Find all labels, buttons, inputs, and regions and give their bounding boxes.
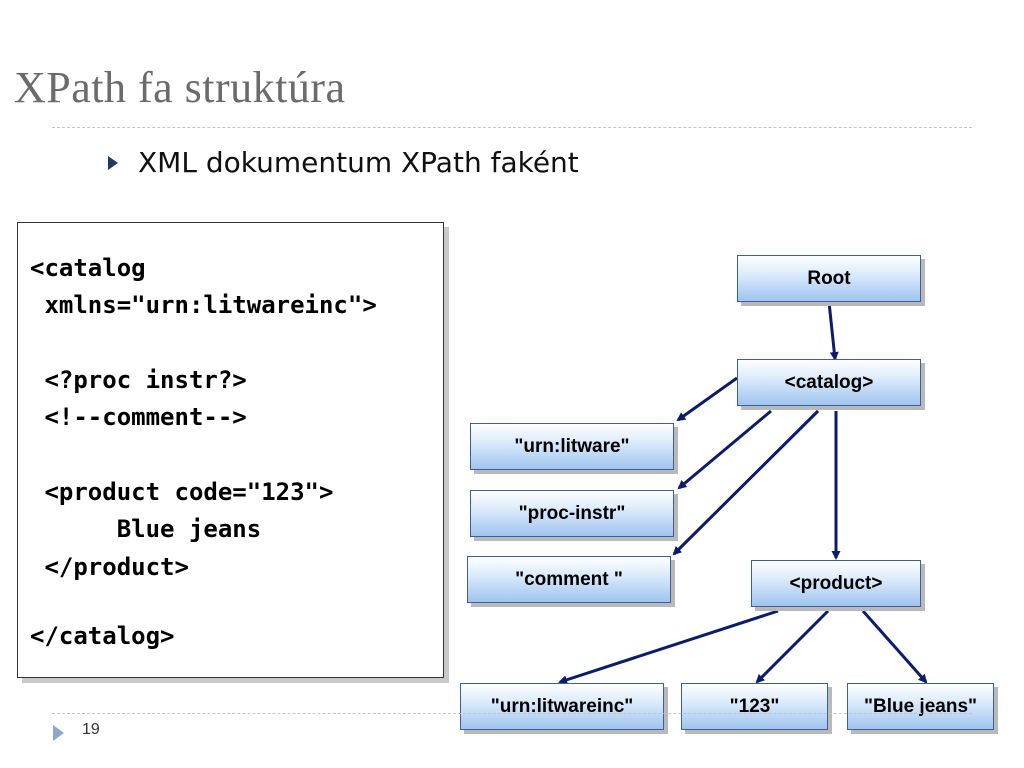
code-line: Blue jeans [30, 515, 262, 543]
footer-divider [52, 713, 972, 714]
edge-catalog-to-urn_litware [676, 376, 738, 422]
edge-product-to-code_123 [755, 609, 830, 684]
code-line: <?proc instr?> [30, 366, 247, 394]
edge-root-to-catalog [827, 301, 839, 361]
tree-node-comment: "comment " [467, 556, 671, 603]
tree-node-blue-jeans: "Blue jeans" [847, 683, 994, 730]
tree-node-product: <product> [751, 560, 921, 607]
tree-node-urn-litwareinc: "urn:litwareinc" [460, 683, 664, 730]
bullet-arrow-icon [108, 155, 118, 170]
edge-product-to-urn_litwareinc [558, 609, 779, 685]
bullet-text: XML dokumentum XPath faként [138, 146, 579, 179]
edge-catalog-to-proc_instr [677, 409, 772, 490]
code-line: <catalog [30, 254, 146, 282]
tree-node-catalog: <catalog> [737, 359, 921, 406]
tree-node-proc-instr: "proc-instr" [470, 490, 674, 537]
bullet-item: XML dokumentum XPath faként [108, 146, 579, 179]
xml-code-box: <catalog xmlns="urn:litwareinc"> <?proc … [17, 222, 444, 678]
slide-title: XPath fa struktúra [14, 63, 346, 112]
tree-node-urn-litware: "urn:litware" [470, 423, 674, 470]
tree-node-root: Root [737, 255, 921, 302]
edge-catalog-to-comment [672, 409, 820, 556]
code-line: </catalog> [30, 622, 175, 650]
code-line: <product code="123"> [30, 478, 334, 506]
page-number: 19 [82, 721, 100, 738]
code-line: xmlns="urn:litwareinc"> [30, 291, 377, 319]
code-line: <!--comment--> [30, 403, 247, 431]
code-line: </product> [30, 553, 189, 581]
edge-product-to-blue_jeans [861, 610, 928, 684]
title-divider [52, 127, 972, 128]
tree-node-123: "123" [681, 683, 828, 730]
footer-arrow-icon [53, 725, 64, 741]
